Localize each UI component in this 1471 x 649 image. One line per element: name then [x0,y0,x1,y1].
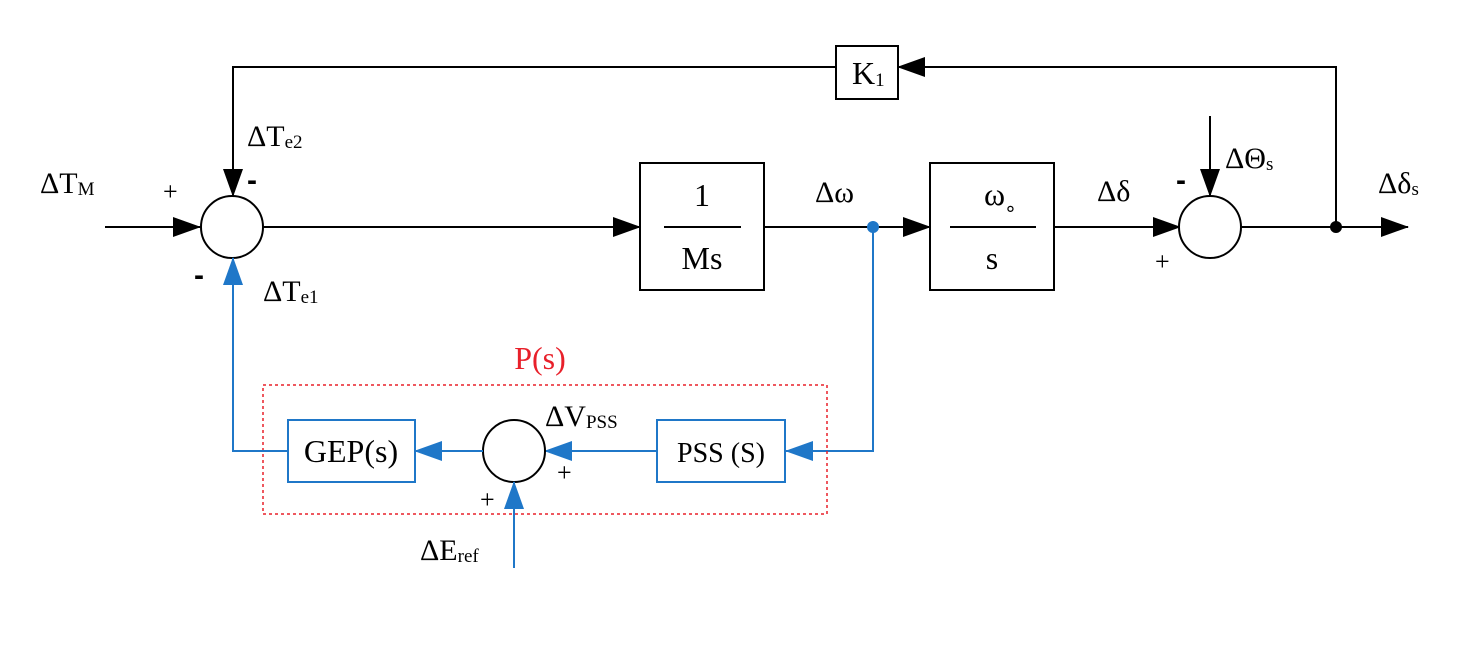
sum2-sign-top: - [1176,164,1186,197]
sum2-sign-left: + [1155,247,1170,276]
k1-feedback-to-sum1 [223,66,836,197]
omega-to-pss-line [785,227,874,461]
k1-block [835,45,899,100]
gep-to-sum1-line [223,257,288,452]
summing-junction-3 [482,419,546,483]
summing-junction-2 [1178,195,1242,259]
signal-omega: Δω [815,176,854,209]
signal-theta: ΔΘs [1225,142,1273,175]
container-label: P(s) [514,340,566,376]
signal-tm: ΔTM [40,167,95,200]
signal-delta: Δδ [1097,175,1130,208]
sum1-sign-left: + [163,177,178,206]
integrator-denominator: s [986,240,998,276]
sum3-sign-bottom: + [480,485,495,514]
sum1-sign-top: - [247,164,257,197]
signal-delta-s: Δδs [1378,167,1419,200]
signal-vpss: ΔVPSS [545,400,618,433]
integrator-numerator: ω˳ [984,176,1016,213]
k1-label: K1 [852,55,885,91]
summing-junction-1 [200,195,264,259]
gep-label: GEP(s) [304,433,398,469]
sum1-sign-bottom: - [194,259,204,292]
k1-feedback-return [897,57,1337,227]
sum3-sign-right: + [557,458,572,487]
signal-te2: ΔTe2 [247,120,303,153]
signal-te1: ΔTe1 [263,275,319,308]
plant-numerator: 1 [694,177,710,213]
pss-label: PSS (S) [677,438,765,469]
signal-eref: ΔEref [420,534,479,567]
plant-denominator: Ms [682,240,723,276]
pss-container [262,384,828,515]
